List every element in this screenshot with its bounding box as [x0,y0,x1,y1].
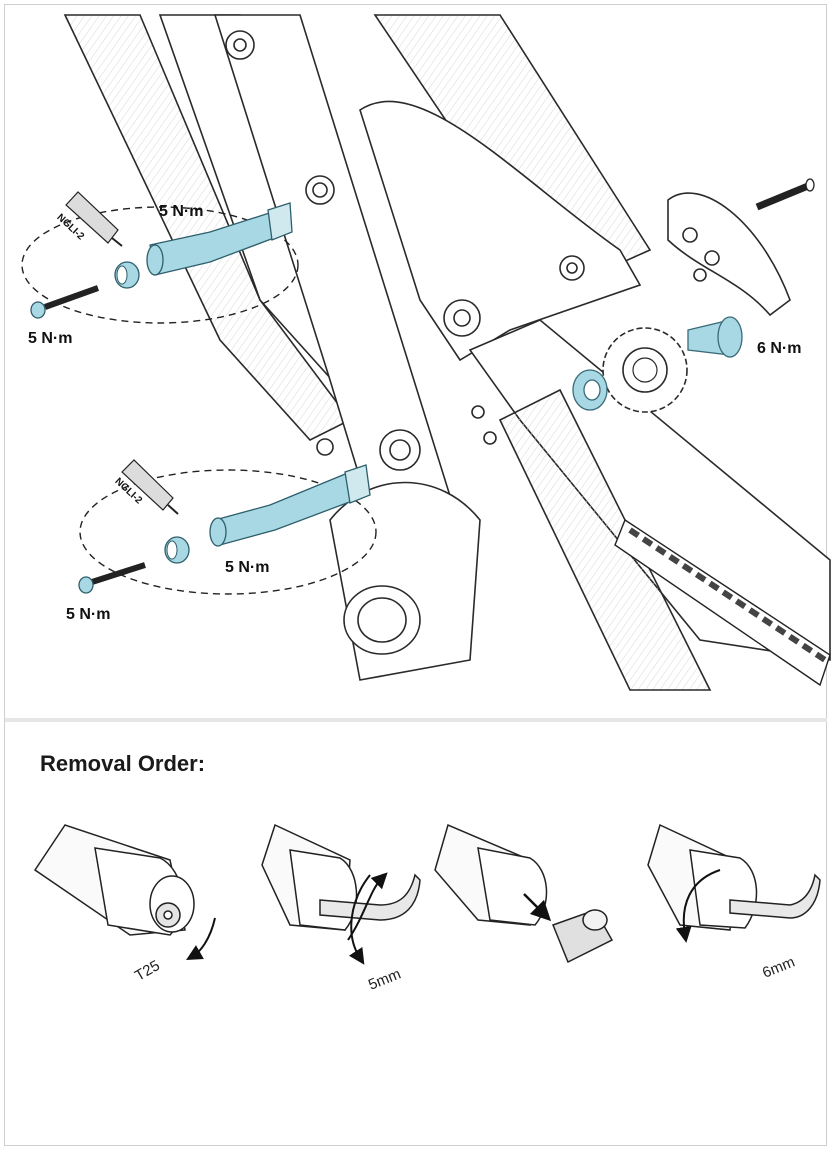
upper-axle-torque: 5 N·m [159,203,204,220]
lower-grease-tube [121,459,179,515]
frame-assembly-illustration [21,14,831,691]
chain [614,518,831,687]
lower-bushing [164,536,190,564]
chain-guide [667,192,791,317]
upper-axle [146,202,293,276]
guide-spacer-parts [572,316,743,411]
upper-parts-group [21,206,299,324]
pivot-points [225,30,585,655]
lower-bolt [78,562,146,594]
guide-bolt [755,178,815,211]
upper-bolt-torque: 5 N·m [28,330,73,347]
upper-bolt [30,285,100,319]
lower-parts-group [79,469,377,595]
chainring [602,327,688,413]
upper-bushing [114,261,140,289]
section-divider [5,718,827,722]
guide-bolt-torque: 6 N·m [757,340,802,357]
removal-order-heading: Removal Order: [40,751,206,776]
lower-axle-torque: 5 N·m [225,559,270,576]
lower-axle [209,464,371,547]
upper-grease-tube [65,191,123,247]
lower-bolt-torque: 5 N·m [66,606,111,623]
